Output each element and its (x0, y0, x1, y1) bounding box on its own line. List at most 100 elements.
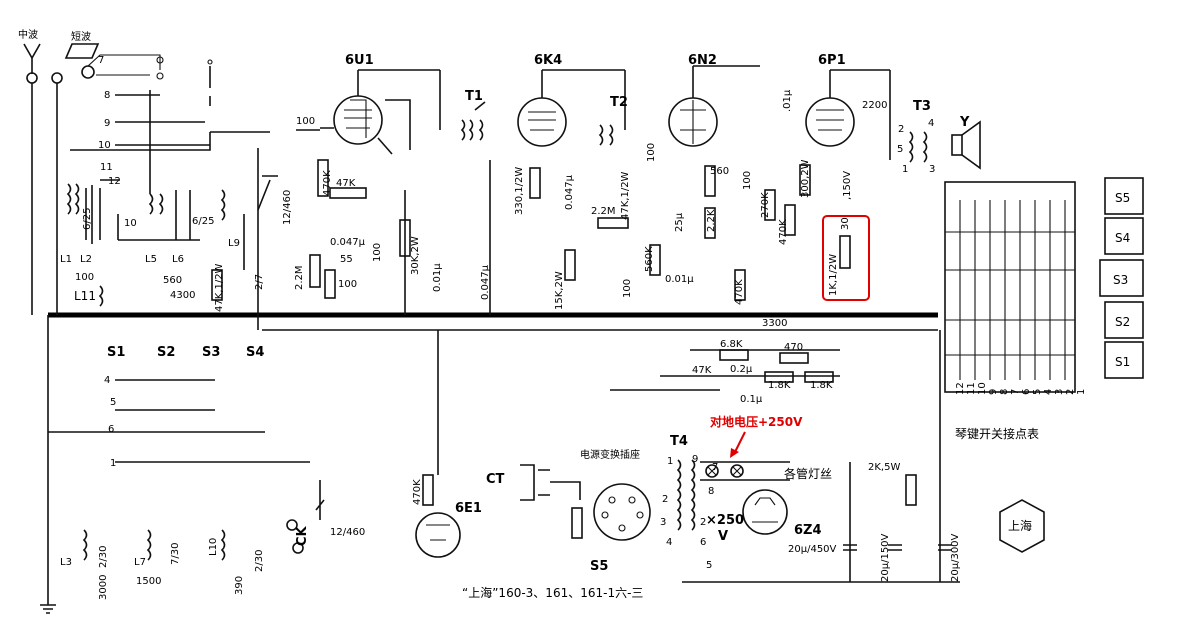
svg-text:L6: L6 (172, 254, 184, 265)
svg-text:470K: 470K (734, 279, 745, 305)
svg-text:L3: L3 (60, 557, 72, 568)
svg-text:20μ/450V: 20μ/450V (788, 544, 837, 555)
svg-text:0.047μ: 0.047μ (330, 237, 366, 248)
svg-text:30K,2W: 30K,2W (410, 236, 421, 275)
coil-l9: L9 47K,1/2W 2/7 12/460 (211, 175, 293, 312)
footer-model: “上海”160-3、161、161-1六-三 (462, 585, 643, 600)
svg-text:300,2W: 300,2W (800, 159, 811, 198)
key-switch-table: 12 11 10 9 8 7 6 5 4 3 2 1 琴键开关接点表 (944, 181, 1087, 441)
svg-text:470K: 470K (778, 219, 789, 245)
svg-text:S3: S3 (1113, 273, 1128, 287)
ground-symbol (40, 604, 56, 614)
svg-text:L9: L9 (228, 238, 240, 249)
svg-text:12: 12 (108, 176, 121, 187)
svg-text:.01μ: .01μ (782, 89, 793, 112)
svg-text:3: 3 (1054, 389, 1065, 395)
svg-text:S4: S4 (246, 345, 264, 360)
svg-text:100: 100 (742, 171, 753, 190)
svg-text:4300: 4300 (170, 290, 195, 301)
tube-6k4: 6K4 330,1/2W 0.047μ 15K,2W (514, 53, 626, 310)
transformer-t4: T4 1 2 3 4 9 7 8 6 5 2 (660, 434, 718, 571)
svg-text:560: 560 (163, 275, 182, 286)
svg-text:3000: 3000 (98, 575, 109, 600)
svg-text:4: 4 (1043, 389, 1054, 395)
transformer-t3: T3 2 4 5 1 3 (897, 99, 935, 175)
svg-text:6/25: 6/25 (82, 208, 93, 230)
svg-text:2200: 2200 (862, 100, 887, 111)
feedback-network: 3300 6.8K 470 47K 0.2μ 1.8K 1.8K 0.1μ (610, 318, 840, 405)
svg-text:12/460: 12/460 (330, 527, 365, 538)
svg-text:4: 4 (666, 537, 672, 548)
svg-text:9: 9 (104, 118, 110, 129)
filament-supply: 各管灯丝 (700, 461, 832, 481)
svg-text:2: 2 (1065, 389, 1076, 395)
svg-text:S3: S3 (202, 345, 220, 360)
tube-6n2: 6N2 560 2.2K 25μ 560K 0.01μ 100 470K (622, 53, 760, 305)
svg-text:0.047μ: 0.047μ (564, 174, 575, 210)
svg-text:S1: S1 (107, 345, 125, 360)
svg-text:47K,1/2W: 47K,1/2W (620, 171, 631, 220)
svg-text:8: 8 (999, 389, 1010, 395)
svg-text:L5: L5 (145, 254, 157, 265)
svg-text:390: 390 (234, 576, 245, 595)
svg-text:L2: L2 (80, 254, 92, 265)
svg-text:10: 10 (124, 218, 137, 229)
svg-text:560: 560 (710, 166, 729, 177)
svg-text:6E1: 6E1 (455, 501, 482, 516)
svg-text:2.2M: 2.2M (294, 265, 305, 290)
tube-6z4: 6Z4 ×250 V (706, 489, 822, 544)
svg-text:L1: L1 (60, 254, 72, 265)
highlight-1k-resistor: 1K,1/2W (822, 215, 870, 301)
svg-text:5: 5 (1032, 389, 1043, 395)
svg-text:4: 4 (928, 118, 934, 129)
svg-text:3: 3 (660, 517, 666, 528)
coil-l3: L3 2/30 3000 (60, 529, 109, 600)
transformer-t1: T1 0.047μ (460, 89, 491, 315)
svg-text:T3: T3 (913, 99, 931, 114)
svg-text:0.2μ: 0.2μ (730, 364, 753, 375)
svg-text:47K,1/2W: 47K,1/2W (214, 263, 225, 312)
svg-text:100: 100 (338, 279, 357, 290)
svg-text:T2: T2 (610, 95, 628, 110)
svg-text:电源变换插座: 电源变换插座 (580, 448, 640, 461)
svg-text:1: 1 (902, 164, 908, 175)
svg-text:S2: S2 (1115, 315, 1130, 329)
svg-text:560K: 560K (644, 246, 655, 272)
svg-text:S5: S5 (1115, 191, 1130, 205)
coil-l5-l6: 6/25 L5 L6 560 4300 (145, 90, 214, 301)
svg-text:S2: S2 (157, 345, 175, 360)
svg-text:10: 10 (98, 140, 111, 151)
svg-text:6: 6 (1021, 389, 1032, 395)
svg-text:0.047μ: 0.047μ (480, 264, 491, 300)
svg-text:2K,5W: 2K,5W (868, 462, 900, 473)
shanghai-logo: 上海 (999, 499, 1045, 553)
switch-contacts-rf: 8 9 10 11 12 (70, 59, 270, 330)
svg-text:47K: 47K (692, 365, 712, 376)
svg-text:2: 2 (700, 517, 706, 528)
svg-text:5: 5 (897, 144, 903, 155)
coil-l7: L7 1500 7/30 (134, 529, 181, 587)
tube-6p1: 6P1 .01μ 100 270K 470K 300,2W 2200 30 ,1… (742, 53, 891, 245)
svg-text:琴键开关接点表: 琴键开关接点表 (955, 426, 1039, 441)
tube-6u1: 6U1 100 (296, 53, 441, 155)
svg-text:6K4: 6K4 (534, 53, 562, 68)
svg-text:12: 12 (955, 382, 966, 395)
stage-6u1-components: 470K 47K 0.047μ 55 100 2.2M 100 30K,2W 0… (294, 159, 443, 315)
svg-text:15K,2W: 15K,2W (554, 271, 565, 310)
svg-text:5: 5 (110, 397, 116, 408)
voltage-annotation: 对地电压+250V (710, 414, 803, 458)
svg-text:1.8K: 1.8K (768, 380, 791, 391)
svg-text:0.01μ: 0.01μ (665, 274, 694, 285)
svg-text:7: 7 (1010, 389, 1021, 395)
svg-text:470K: 470K (322, 170, 333, 196)
switch-lower-contacts: 4 5 6 1 (47, 315, 310, 605)
svg-text:L11: L11 (74, 289, 96, 303)
svg-text:6P1: 6P1 (818, 53, 846, 68)
svg-text:100: 100 (75, 272, 94, 283)
svg-text:Y: Y (959, 115, 970, 130)
svg-text:6U1: 6U1 (345, 53, 374, 68)
svg-text:9: 9 (692, 454, 698, 465)
svg-text:2/30: 2/30 (254, 550, 265, 572)
